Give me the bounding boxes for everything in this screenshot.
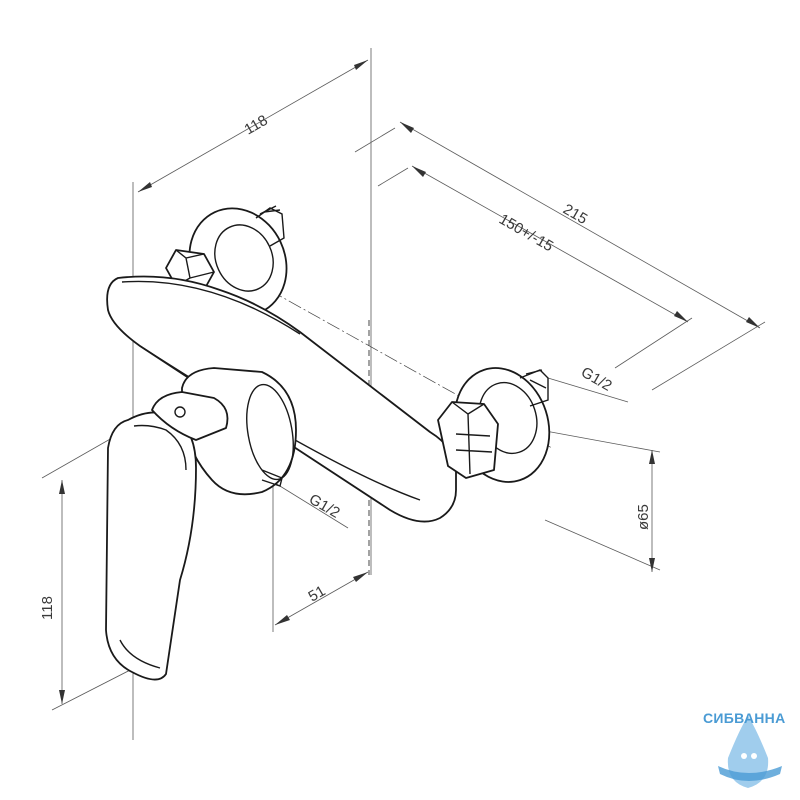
front-flange xyxy=(437,367,551,483)
dim-text-118-left: 118 xyxy=(39,596,56,620)
dim-text-118-top: 118 xyxy=(242,112,271,139)
dimension-center-distance: 150+/-15 xyxy=(411,165,693,369)
dim-text-51: 51 xyxy=(306,582,329,605)
watermark-brand-text: СИБВАННА xyxy=(703,710,786,726)
centerline-main xyxy=(211,257,553,449)
dimension-height: 118 xyxy=(39,437,141,711)
dim-text-g12-bottom: G1/2 xyxy=(306,491,343,522)
dim-text-d65: ø65 xyxy=(635,504,652,530)
label-thread-bottom: G1/2 xyxy=(274,482,349,529)
dim-text-215: 215 xyxy=(560,201,590,228)
dimension-flange-diameter: ø65 xyxy=(539,429,661,572)
label-thread-right: G1/2 xyxy=(547,364,629,403)
dim-text-150: 150+/-15 xyxy=(496,211,556,256)
dimension-outlet-offset: 51 xyxy=(272,480,369,632)
lever-handle xyxy=(105,391,229,681)
dim-text-g12-right: G1/2 xyxy=(578,364,615,395)
dimension-overall-depth: 215 xyxy=(354,121,766,391)
brand-logo xyxy=(718,716,782,788)
